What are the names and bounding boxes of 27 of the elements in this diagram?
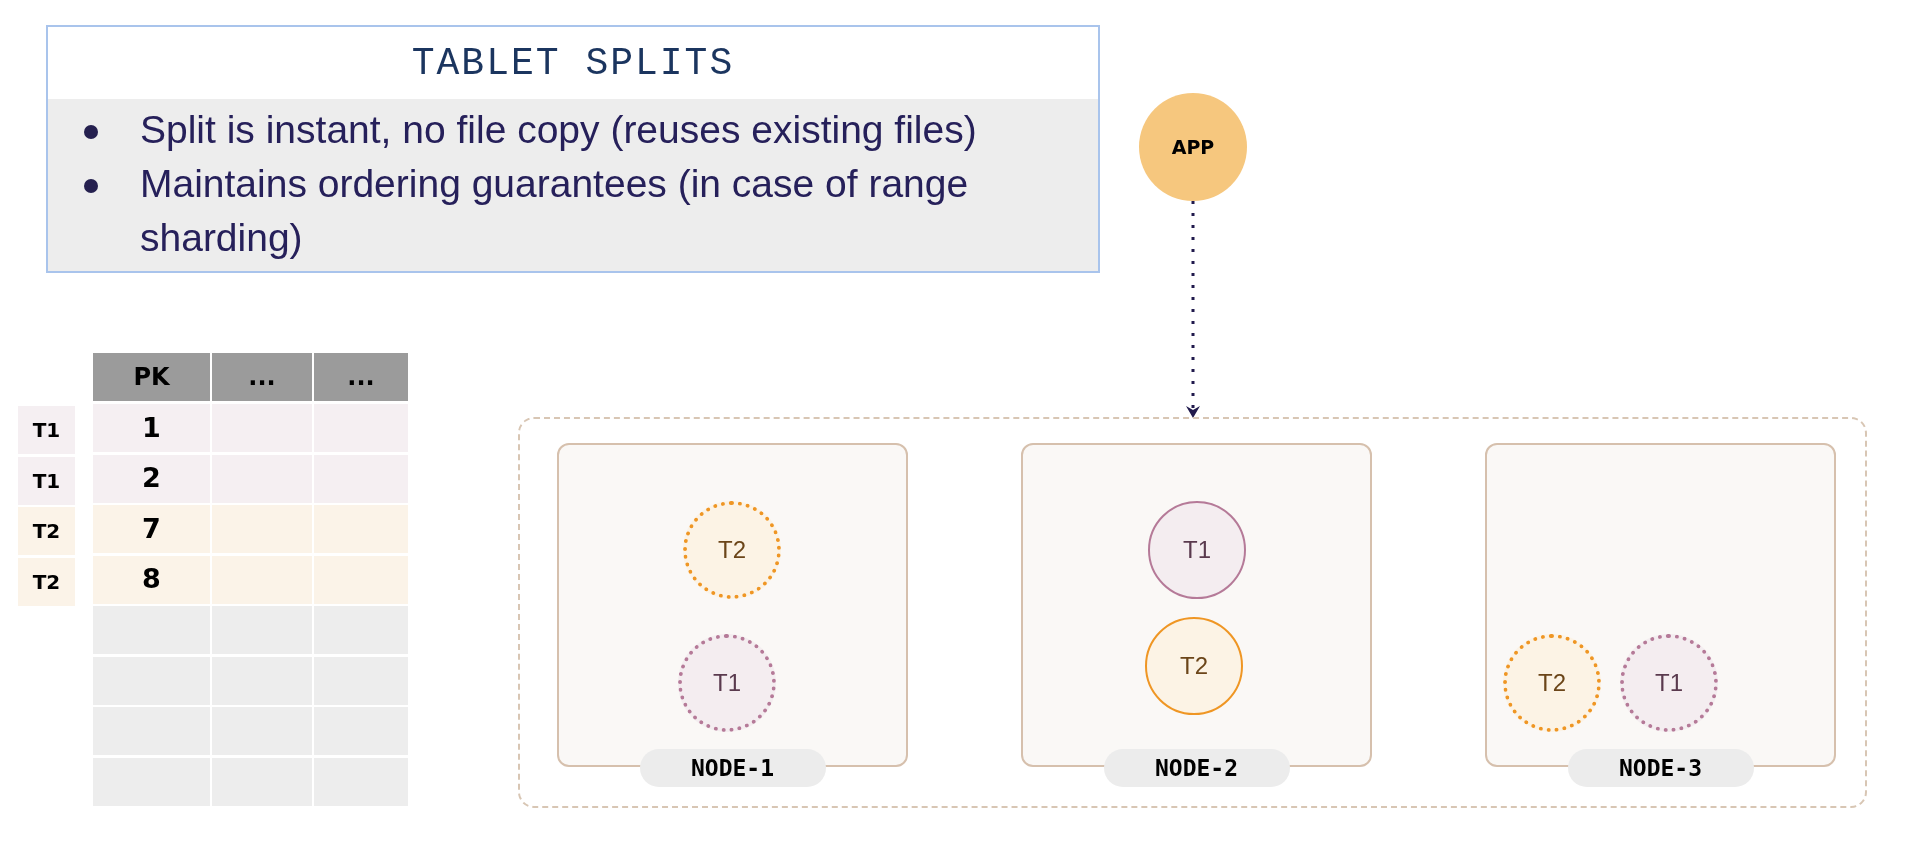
row-tag: T2 — [18, 507, 75, 555]
server-label: NODE-1 — [639, 749, 826, 787]
bullet-text: Maintains ordering guarantees (in case of range sharding) — [140, 161, 970, 261]
table-cell: 8 — [93, 555, 210, 604]
table-cell: 1 — [93, 404, 210, 452]
dotted-arrow — [1186, 201, 1200, 418]
cluster-boundary — [518, 417, 1867, 808]
row-tag: T1 — [18, 456, 75, 505]
row-tag: T2 — [18, 557, 75, 606]
table-header-cell: ... — [314, 353, 408, 401]
info-panel — [46, 25, 1100, 273]
tablet-label: T2 — [1180, 651, 1208, 681]
row-tag: T1 — [18, 406, 75, 454]
tablet-label: T1 — [1655, 668, 1683, 698]
table-cell: 7 — [93, 505, 210, 553]
table-header-cell: ... — [212, 353, 312, 401]
server-label: NODE-2 — [1103, 749, 1290, 787]
panel-title: TABLET SPLITS — [411, 40, 735, 87]
table-header-cell: PK — [93, 353, 210, 401]
bullet-text: Split is instant, no file copy (reuses existing files) — [140, 107, 977, 153]
tablet-label: T1 — [1183, 535, 1211, 565]
app-label: APP — [1171, 134, 1215, 160]
tablet-label: T2 — [1538, 668, 1566, 698]
tablet-label: T2 — [718, 535, 746, 565]
table-cell: 2 — [93, 454, 210, 503]
server-label: NODE-3 — [1567, 749, 1754, 787]
tablet-label: T1 — [713, 668, 741, 698]
